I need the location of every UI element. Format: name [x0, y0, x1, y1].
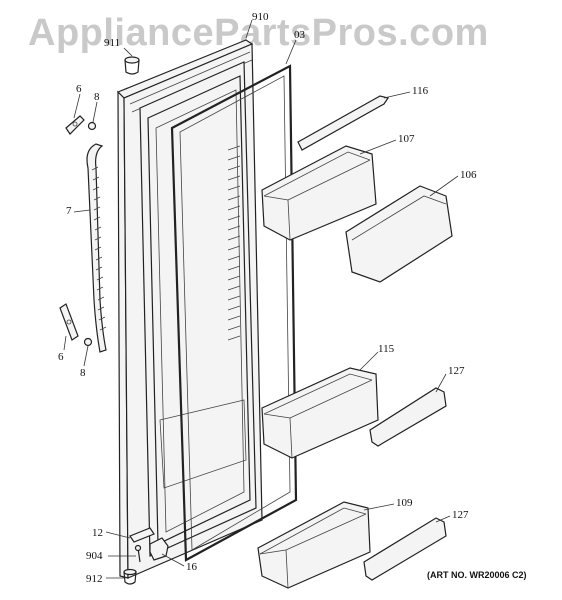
callout-127-top: 127 — [448, 365, 465, 377]
callout-7: 7 — [66, 205, 72, 217]
watermark-text: AppliancePartsPros.com — [28, 12, 489, 54]
handle-screw-bottom — [83, 337, 93, 347]
callout-127-bottom: 127 — [452, 509, 469, 521]
door-gasket — [170, 64, 298, 562]
part-912-bushing — [123, 568, 137, 585]
handle-bracket-top — [65, 115, 85, 135]
liner-shelf-rails — [227, 145, 241, 341]
callout-6-bottom: 6 — [58, 351, 64, 363]
callout-8-bottom: 8 — [80, 367, 86, 379]
callout-106: 106 — [460, 169, 477, 181]
callout-107: 107 — [398, 133, 415, 145]
part-12-bracket — [129, 527, 155, 543]
art-number: (ART NO. WR20006 C2) — [427, 570, 527, 580]
callout-116: 116 — [412, 85, 429, 97]
bin-trim-127-top — [369, 387, 447, 447]
callout-6-top: 6 — [76, 83, 82, 95]
door-liner — [139, 61, 257, 557]
callout-911: 911 — [104, 37, 121, 49]
bin-rail-116 — [297, 95, 389, 151]
callout-16: 16 — [186, 561, 197, 573]
callout-115: 115 — [378, 343, 395, 355]
bin-cover-106 — [345, 185, 453, 283]
handle-bracket-bottom — [59, 303, 79, 341]
callout-8-top: 8 — [94, 91, 100, 103]
callout-904: 904 — [86, 550, 103, 562]
bin-trim-127-bottom — [363, 517, 447, 581]
door-bin-109 — [257, 501, 371, 589]
door-bin-107 — [261, 145, 377, 241]
callout-912: 912 — [86, 573, 103, 585]
callout-03: 03 — [294, 29, 305, 41]
callout-910: 910 — [252, 11, 269, 23]
callout-12: 12 — [92, 527, 103, 539]
door-handle — [86, 143, 107, 353]
handle-screw-top — [87, 121, 97, 131]
callout-109: 109 — [396, 497, 413, 509]
part-904-pin — [134, 544, 142, 563]
door-bin-115 — [261, 367, 379, 459]
hinge-cap-911 — [124, 56, 140, 75]
leader-lines — [63, 19, 459, 579]
